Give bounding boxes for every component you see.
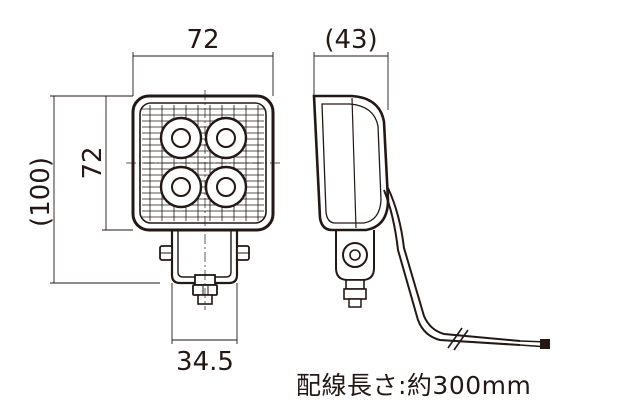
front-bracket [159, 230, 250, 305]
dim-label-side-depth: (43) [324, 25, 377, 55]
dim-label-overall-height: (100) [26, 157, 56, 227]
dimension-front-height: 72 [78, 95, 133, 231]
front-view [126, 90, 280, 310]
dimension-side-depth: (43) [313, 25, 389, 110]
side-view [312, 94, 550, 351]
dimension-front-width: 72 [132, 25, 274, 96]
dimension-overall-height: (100) [26, 95, 160, 284]
dim-label-front-width: 72 [186, 25, 219, 55]
led-top-right [204, 116, 248, 160]
dimension-bracket-width: 34.5 [171, 283, 238, 377]
led-top-left [159, 116, 203, 160]
side-cable [383, 189, 521, 346]
dim-label-front-height: 72 [78, 146, 108, 179]
cable-length-note: 配線長さ:約300mm [296, 371, 532, 400]
led-bottom-left [159, 165, 203, 209]
dim-label-bracket-width: 34.5 [176, 347, 234, 377]
side-housing [312, 94, 390, 232]
led-bottom-right [204, 165, 248, 209]
